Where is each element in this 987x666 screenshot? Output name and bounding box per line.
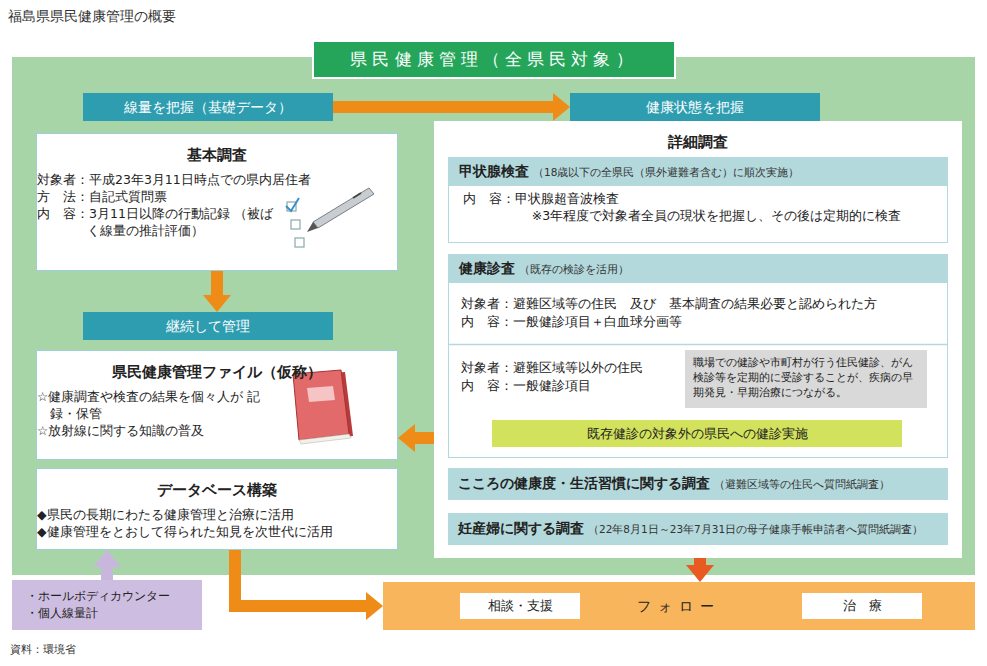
label-text: ◆健康管理をとおして得られた知見を次世代に活用 xyxy=(37,523,397,540)
label-text: データベース構築 xyxy=(37,469,397,506)
label-text: 対象者：避難区域等の住民 及び 基本調査の結果必要と認められた方 xyxy=(461,295,941,312)
survey-band: 妊産婦に関する調査 （22年8月1日～23年7月31日の母子健康手帳申請者へ質問紙… xyxy=(448,513,948,545)
body-area: 内 容：甲状腺超音波検査※3年程度で対象者全員の現状を把握し、その後は定期的に検… xyxy=(449,186,947,228)
body-area: 相談・支援 xyxy=(460,593,580,619)
label-text: （既存の検診を活用） xyxy=(519,263,629,277)
label-text: 治 療 xyxy=(802,593,922,619)
label-text: 健康診査 xyxy=(459,260,515,278)
label-text: 対象者：平成23年3月11日時点での県内居住者 xyxy=(37,171,397,188)
note-box: 職場での健診や市町村が行う住民健診、がん検診等を定期的に受診することが、疾病の早… xyxy=(685,350,927,408)
label-text: 継続して管理 xyxy=(83,312,333,340)
body-area: ・ホールボディカウンター・個人線量計 xyxy=(26,588,188,622)
header-row: こころの健康度・生活習慣に関する調査 （避難区域等の住民へ質問紙調査） xyxy=(448,468,948,500)
arrow-head xyxy=(366,592,383,620)
body-area: 治 療 xyxy=(802,593,922,619)
book-label xyxy=(307,386,335,402)
pen-checklist-illustration xyxy=(283,180,378,255)
section-band: 線量を把握（基礎データ） xyxy=(83,93,333,121)
outer-panel: 県民健康管理（全県民対象）線量を把握（基礎データ）基本調査対象者：平成23年3月… xyxy=(12,57,975,575)
header-row: 健康診査 （既存の検診を活用） xyxy=(449,255,947,283)
body-area: フォロー xyxy=(383,582,975,630)
body-area: 詳細調査 xyxy=(434,121,962,158)
label-text: 妊産婦に関する調査 xyxy=(458,520,584,538)
label-text: 健康状態を把握 xyxy=(570,93,820,121)
label-text: 対象者：避難区域等以外の住民 xyxy=(461,359,686,376)
label-text: （18歳以下の全県民（県外避難者含む）に順次実施） xyxy=(533,166,799,180)
label-text: 基本調査 xyxy=(37,134,397,171)
label-text: ☆健康調査や検査の結果を個々人が 記録・保管 xyxy=(37,388,282,422)
body-area: 線量を把握（基礎データ） xyxy=(83,93,333,121)
body-area: 継続して管理 xyxy=(83,312,333,340)
label-text: ※3年程度で対象者全員の現状を把握し、その後は定期的に検査 xyxy=(532,207,933,224)
highlight-band: 既存健診の対象外の県民への健診実施 xyxy=(492,420,902,447)
database-box: データベース構築◆県民の長期にわたる健康管理と治療に活用◆健康管理をとおして得ら… xyxy=(36,468,398,550)
label-text: ・個人線量計 xyxy=(26,605,188,622)
label-text: 既存健診の対象外の県民への健診実施 xyxy=(492,420,902,447)
thyroid-box: 甲状腺検査 （18歳以下の全県民（県外避難者含む）に順次実施） 内 容：甲状腺超音波… xyxy=(448,157,948,243)
survey-band: こころの健康度・生活習慣に関する調査 （避難区域等の住民へ質問紙調査） xyxy=(448,468,948,500)
device-box: ・ホールボディカウンター・個人線量計 xyxy=(12,580,202,630)
caption: 資料：環境省 xyxy=(10,642,76,657)
label-text: （避難区域等の住民へ質問紙調査） xyxy=(714,478,890,492)
survey-box: 基本調査対象者：平成23年3月11日時点での県内居住者方 法：自記式質問票内 容… xyxy=(36,133,398,271)
label-text: 甲状腺検査 xyxy=(459,163,529,181)
body-area: データベース構築◆県民の長期にわたる健康管理と治療に活用◆健康管理をとおして得ら… xyxy=(37,469,397,540)
label-text: 県民健康管理ファイル（仮称） xyxy=(37,351,397,388)
title: 福島県県民健康管理の概要 xyxy=(8,8,176,26)
label-text: フォロー xyxy=(383,582,975,630)
label-text: 内 容：甲状腺超音波検査 xyxy=(463,190,933,207)
label-text: （22年8月1日～23年7月31日の母子健康手帳申請者へ質問紙調査） xyxy=(588,523,923,537)
label-text: ・ホールボディカウンター xyxy=(26,588,188,605)
divider-line xyxy=(448,343,948,346)
detail-panel: 詳細調査甲状腺検査 （18歳以下の全県民（県外避難者含む）に順次実施） 内 容：甲状… xyxy=(434,121,962,558)
label-text: 詳細調査 xyxy=(434,121,962,158)
label-text: 内 容：3月11日以降の行動記録 （被ばく線量の推計評価） xyxy=(37,205,282,239)
label-text: 職場での健診や市町村が行う住民健診、がん検診等を定期的に受診することが、疾病の早… xyxy=(693,355,919,400)
body-area: 基本調査対象者：平成23年3月11日時点での県内居住者方 法：自記式質問票内 容… xyxy=(37,134,397,239)
book-cover xyxy=(293,370,349,440)
follow-band: フォロー相談・支援 治 療 xyxy=(383,582,975,630)
label-text: 線量を把握（基礎データ） xyxy=(83,93,333,121)
header-row: 甲状腺検査 （18歳以下の全県民（県外避難者含む）に順次実施） xyxy=(449,158,947,186)
label-text: ◆県民の長期にわたる健康管理と治療に活用 xyxy=(37,506,397,523)
follow-item: 相談・支援 xyxy=(460,593,580,619)
label-text: ☆放射線に関する知識の普及 xyxy=(37,422,397,439)
label-text: 内 容：一般健診項目＋白血球分画等 xyxy=(461,313,941,330)
body-area: 職場での健診や市町村が行う住民健診、がん検診等を定期的に受診することが、疾病の早… xyxy=(693,355,919,400)
label-text: 方 法：自記式質問票 xyxy=(37,188,397,205)
label-text: 相談・支援 xyxy=(460,593,580,619)
follow-item: 治 療 xyxy=(802,593,922,619)
section-band: 健康状態を把握 xyxy=(570,93,820,121)
body-area: 既存健診の対象外の県民への健診実施 xyxy=(492,420,902,447)
header-row: 妊産婦に関する調査 （22年8月1日～23年7月31日の母子健康手帳申請者へ質問紙… xyxy=(448,513,948,545)
label-text: 内 容：一般健診項目 xyxy=(461,377,686,394)
label-text: 県民健康管理（全県民対象） xyxy=(312,40,676,79)
label-text: こころの健康度・生活習慣に関する調査 xyxy=(458,475,710,493)
checkup-box: 健康診査 （既存の検診を活用） 対象者：避難区域等の住民 及び 基本調査の結果必要と… xyxy=(448,254,948,458)
section-band: 継続して管理 xyxy=(83,312,333,340)
body-area: 健康状態を把握 xyxy=(570,93,820,121)
